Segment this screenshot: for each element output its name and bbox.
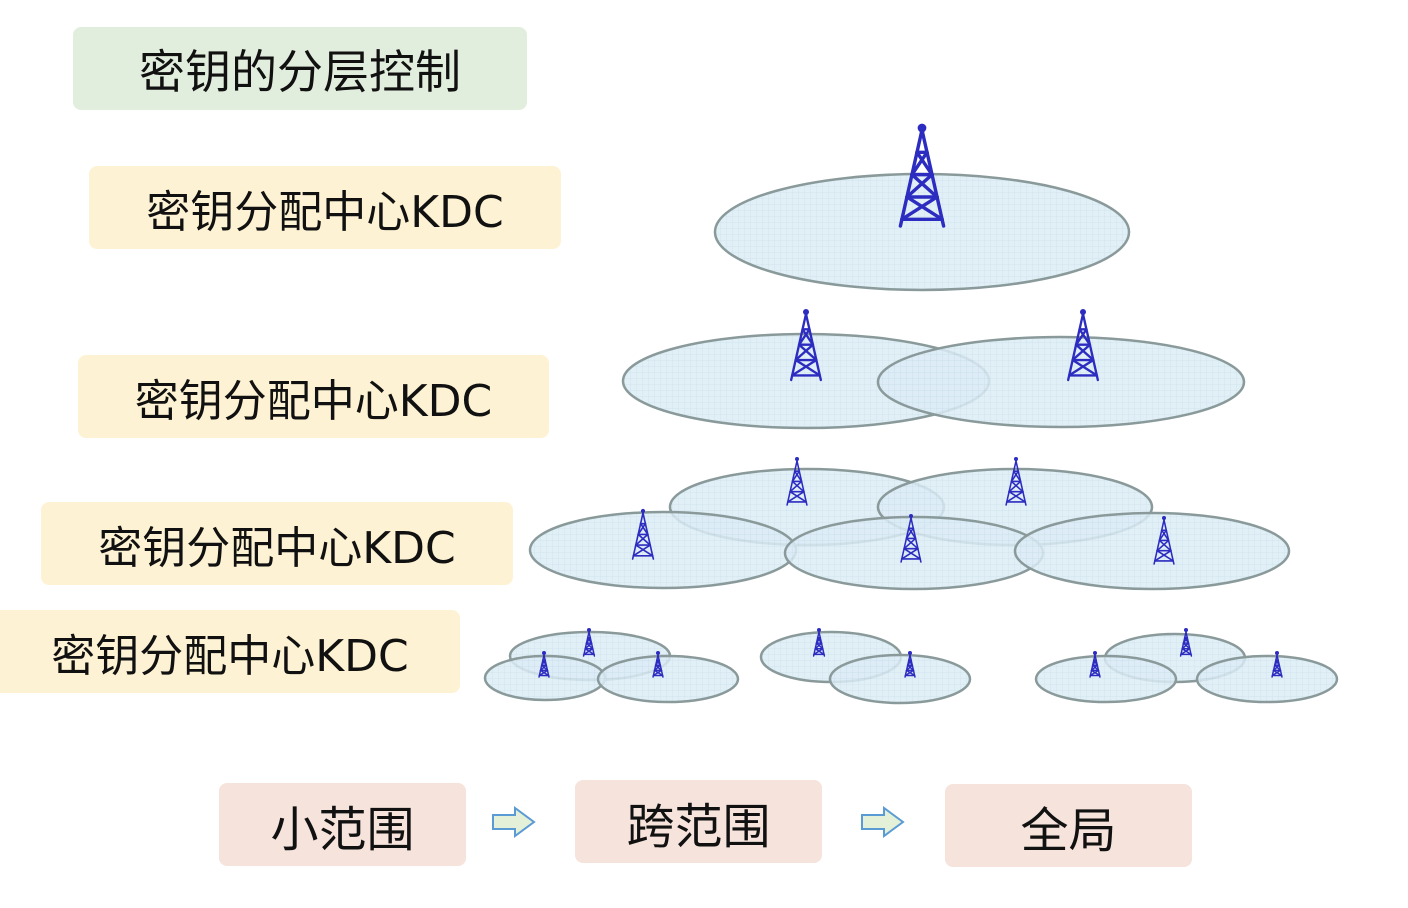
radio-tower-icon — [1153, 516, 1175, 565]
radio-tower-icon — [786, 457, 808, 506]
radio-tower-icon — [631, 508, 655, 560]
kdc-level-3-label: 密钥分配中心KDC — [41, 502, 513, 585]
radio-tower-icon — [1179, 628, 1193, 657]
coverage-area — [1013, 511, 1291, 591]
kdc-level-2-label: 密钥分配中心KDC — [78, 355, 549, 438]
arrow-right-icon — [492, 806, 536, 838]
radio-tower-icon — [652, 651, 664, 678]
coverage-area — [596, 654, 740, 704]
radio-tower-icon — [538, 651, 550, 678]
radio-tower-icon — [789, 309, 823, 382]
radio-tower-icon — [582, 628, 596, 657]
scope-small: 小范围 — [219, 783, 466, 866]
scope-global: 全局 — [945, 784, 1192, 867]
radio-tower-icon — [898, 123, 946, 228]
coverage-area — [876, 335, 1246, 429]
coverage-area — [1034, 654, 1178, 704]
coverage-area — [828, 653, 972, 705]
diagram-title: 密钥的分层控制 — [73, 27, 527, 110]
arrow-right-icon — [861, 806, 905, 838]
scope-cross: 跨范围 — [575, 780, 822, 863]
coverage-area — [528, 510, 798, 590]
radio-tower-icon — [1271, 651, 1283, 678]
radio-tower-icon — [1089, 651, 1101, 678]
kdc-level-1-label: 密钥分配中心KDC — [89, 166, 561, 249]
radio-tower-icon — [1066, 309, 1100, 382]
coverage-area — [1195, 654, 1339, 704]
coverage-area — [713, 172, 1131, 292]
kdc-level-4-label: 密钥分配中心KDC — [0, 610, 460, 693]
radio-tower-icon — [812, 628, 826, 657]
radio-tower-icon — [900, 514, 922, 563]
radio-tower-icon — [1005, 457, 1027, 506]
radio-tower-icon — [904, 651, 916, 678]
